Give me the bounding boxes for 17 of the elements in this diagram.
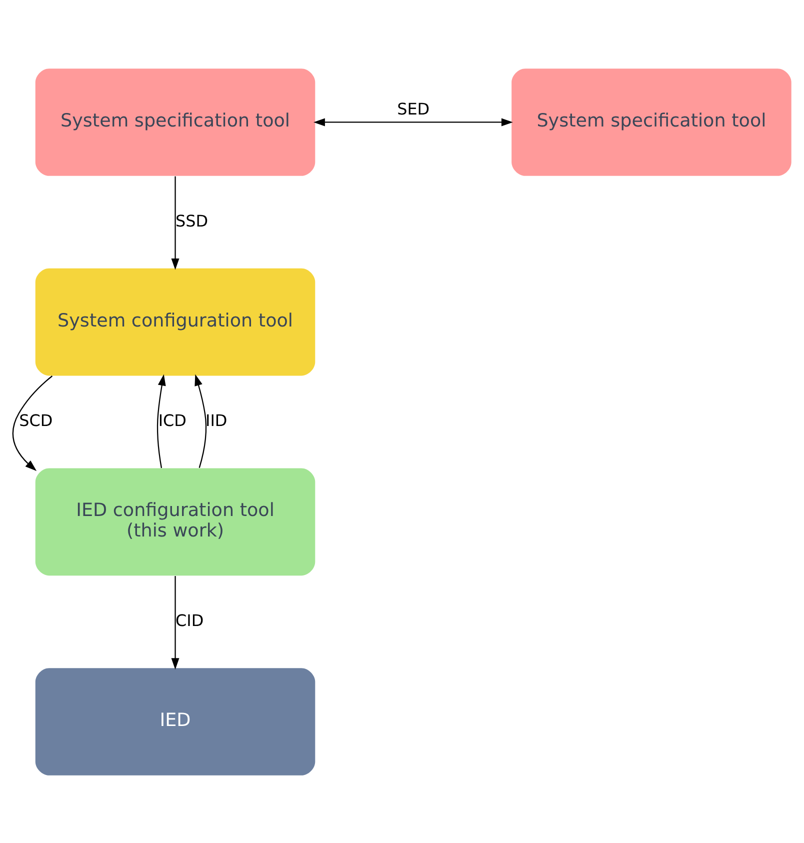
edge-label: ICD xyxy=(158,410,186,430)
node-box: System specification tool xyxy=(35,68,316,176)
arrow xyxy=(171,176,180,270)
node-box: IED configuration tool (this work) xyxy=(35,468,316,576)
edge-label: SCD xyxy=(19,410,53,430)
arrow xyxy=(12,375,53,470)
arrow xyxy=(314,118,513,126)
arrow xyxy=(171,576,180,670)
node-box: System specification tool xyxy=(512,68,792,176)
edge-label: IID xyxy=(206,410,228,430)
edge-label: SSD xyxy=(176,210,208,230)
node-box: System configuration tool xyxy=(35,268,316,376)
edge-label: CID xyxy=(175,610,204,630)
edge-label: SED xyxy=(397,98,430,118)
node-box: IED xyxy=(35,668,316,775)
arrow xyxy=(156,374,166,468)
arrow xyxy=(194,374,207,468)
